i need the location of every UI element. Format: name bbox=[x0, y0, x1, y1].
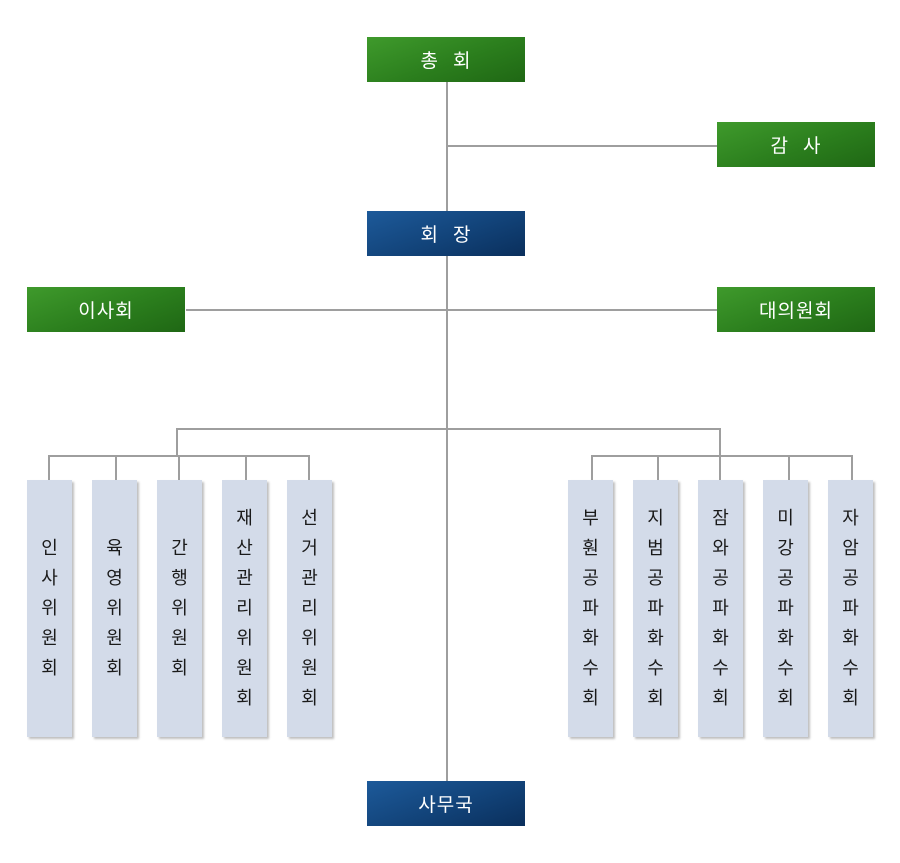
node-delegates: 대의원회 bbox=[717, 287, 875, 332]
vertical-label-char: 리 bbox=[236, 597, 253, 619]
vertical-label-char: 회 bbox=[236, 687, 253, 709]
vertical-label-char: 관 bbox=[236, 567, 253, 589]
vertical-label-char: 공 bbox=[647, 567, 664, 589]
vertical-label-char: 화 bbox=[777, 627, 794, 649]
node-auditor: 감 사 bbox=[717, 122, 875, 167]
vertical-label-char: 원 bbox=[41, 627, 58, 649]
vertical-label-char: 수 bbox=[647, 657, 664, 679]
vertical-label-char: 위 bbox=[106, 597, 123, 619]
vertical-label-char: 수 bbox=[712, 657, 729, 679]
vertical-label-char: 원 bbox=[106, 627, 123, 649]
vertical-label-char: 공 bbox=[582, 567, 599, 589]
vertical-label-char: 자 bbox=[842, 507, 859, 529]
vertical-label-char: 회 bbox=[41, 657, 58, 679]
vertical-label-char: 원 bbox=[301, 657, 318, 679]
vertical-label-char: 회 bbox=[777, 687, 794, 709]
connector-committee-drop bbox=[245, 455, 247, 480]
vertical-label-char: 회 bbox=[582, 687, 599, 709]
vertical-label-char: 거 bbox=[301, 537, 318, 559]
connector-left-branch bbox=[176, 428, 178, 457]
vertical-label-char: 수 bbox=[777, 657, 794, 679]
vertical-label-char: 관 bbox=[301, 567, 318, 589]
connector-committee-drop bbox=[48, 455, 50, 480]
connector-council-drop bbox=[719, 455, 721, 480]
vertical-label-char: 공 bbox=[712, 567, 729, 589]
vertical-label-char: 인 bbox=[41, 537, 58, 559]
vertical-label-char: 간 bbox=[171, 537, 188, 559]
vertical-label-char: 원 bbox=[236, 657, 253, 679]
connector-committee-drop bbox=[115, 455, 117, 480]
vertical-label-char: 잠 bbox=[712, 507, 729, 529]
vertical-label-char: 미 bbox=[777, 507, 794, 529]
connector-committee-drop bbox=[178, 455, 180, 480]
vertical-label-char: 파 bbox=[582, 597, 599, 619]
connector-council-drop bbox=[657, 455, 659, 480]
vertical-label-char: 지 bbox=[647, 507, 664, 529]
vertical-label-char: 수 bbox=[842, 657, 859, 679]
vertical-label-char: 회 bbox=[712, 687, 729, 709]
vertical-label-char: 위 bbox=[171, 597, 188, 619]
vertical-label-char: 재 bbox=[236, 507, 253, 529]
vertical-label-char: 원 bbox=[171, 627, 188, 649]
vertical-label-char: 와 bbox=[712, 537, 729, 559]
connector-auditor bbox=[446, 145, 718, 147]
vertical-label-char: 공 bbox=[777, 567, 794, 589]
vertical-label-char: 범 bbox=[647, 537, 664, 559]
vertical-label-char: 부 bbox=[582, 507, 599, 529]
vertical-label-char: 회 bbox=[301, 687, 318, 709]
vertical-label-char: 파 bbox=[712, 597, 729, 619]
node-secretariat: 사무국 bbox=[367, 781, 525, 826]
vertical-label-char: 공 bbox=[842, 567, 859, 589]
node-general-assembly: 총 회 bbox=[367, 37, 525, 82]
connector-right-group-bar bbox=[591, 455, 853, 457]
vertical-label-char: 위 bbox=[41, 597, 58, 619]
vertical-label-char: 화 bbox=[712, 627, 729, 649]
vertical-label-char: 산 bbox=[236, 537, 253, 559]
connector-main-spine bbox=[446, 82, 448, 782]
node-board: 이사회 bbox=[27, 287, 185, 332]
vertical-label-char: 파 bbox=[842, 597, 859, 619]
connector-right-branch bbox=[719, 428, 721, 457]
vertical-label-char: 암 bbox=[842, 537, 859, 559]
connector-committee-drop bbox=[308, 455, 310, 480]
vertical-label-char: 파 bbox=[647, 597, 664, 619]
vertical-label-char: 위 bbox=[236, 627, 253, 649]
vertical-label-char: 파 bbox=[777, 597, 794, 619]
vertical-label-char: 선 bbox=[301, 507, 318, 529]
vertical-label-char: 리 bbox=[301, 597, 318, 619]
vertical-label-char: 화 bbox=[582, 627, 599, 649]
vertical-label-char: 화 bbox=[842, 627, 859, 649]
vertical-label-char: 영 bbox=[106, 567, 123, 589]
vertical-label-char: 회 bbox=[171, 657, 188, 679]
node-chairman: 회 장 bbox=[367, 211, 525, 256]
vertical-label-char: 훤 bbox=[582, 537, 599, 559]
vertical-label-char: 위 bbox=[301, 627, 318, 649]
connector-board-delegates bbox=[186, 309, 718, 311]
vertical-label-char: 회 bbox=[106, 657, 123, 679]
connector-council-drop bbox=[851, 455, 853, 480]
vertical-label-char: 회 bbox=[647, 687, 664, 709]
vertical-label-char: 수 bbox=[582, 657, 599, 679]
vertical-label-char: 육 bbox=[106, 537, 123, 559]
vertical-label-char: 행 bbox=[171, 567, 188, 589]
connector-branch-bar bbox=[176, 428, 721, 430]
connector-council-drop bbox=[591, 455, 593, 480]
vertical-label-char: 회 bbox=[842, 687, 859, 709]
vertical-label-char: 사 bbox=[41, 567, 58, 589]
connector-council-drop bbox=[788, 455, 790, 480]
vertical-label-char: 화 bbox=[647, 627, 664, 649]
vertical-label-char: 강 bbox=[777, 537, 794, 559]
